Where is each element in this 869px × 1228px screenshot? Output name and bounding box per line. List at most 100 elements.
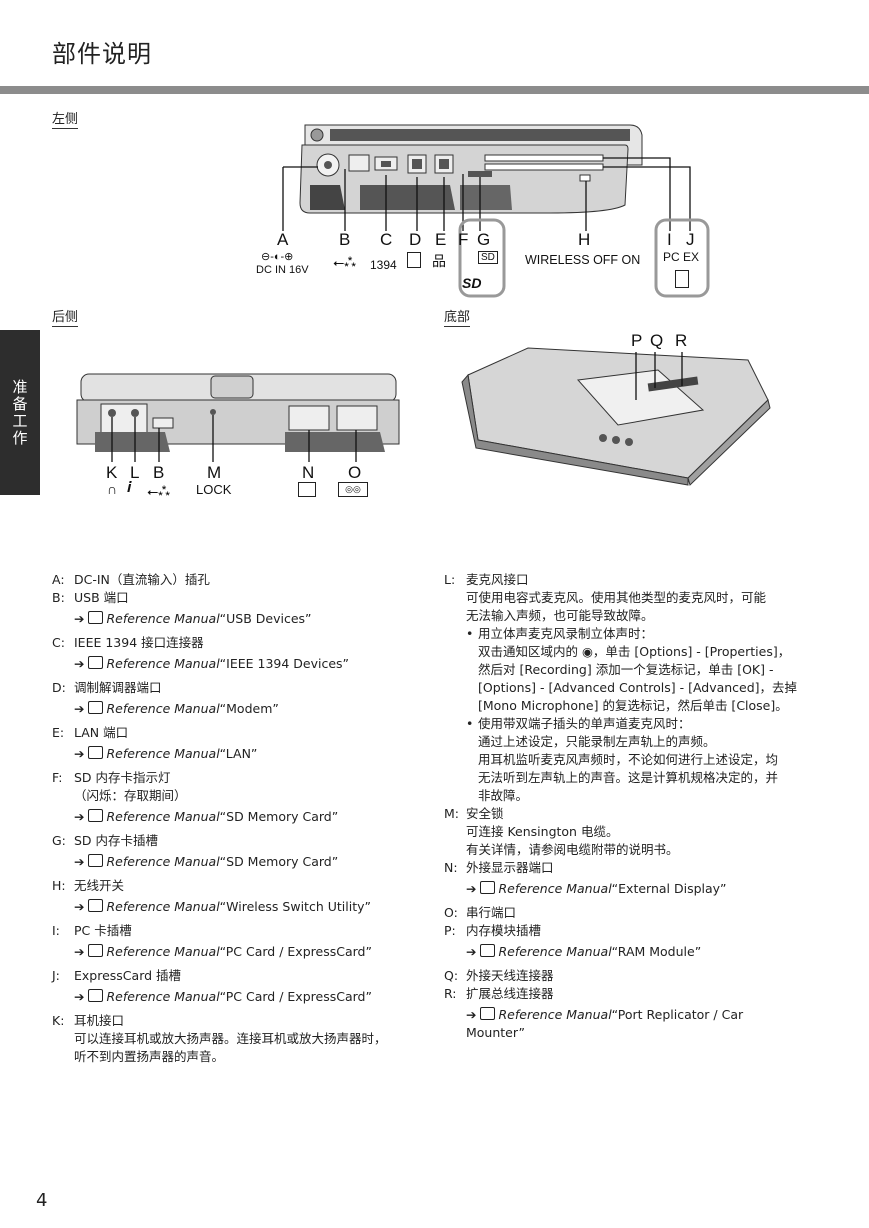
reference-link: ➔Reference Manual“External Display” bbox=[466, 881, 727, 896]
dc-in-label: DC IN 16V bbox=[256, 264, 309, 276]
pc-ex-label: PC EX bbox=[663, 250, 700, 264]
l-b2-line-2: 用耳机监听麦克风声频时，不论如何进行上述设定，均 bbox=[478, 752, 779, 767]
l-bullet-1: •用立体声麦克风录制立体声时： bbox=[466, 626, 654, 641]
page-number: 4 bbox=[36, 1190, 48, 1211]
reference-link: ➔Reference Manual“SD Memory Card” bbox=[74, 809, 339, 824]
manual-book-icon bbox=[88, 611, 104, 624]
arrow-right-icon: ➔ bbox=[74, 809, 85, 824]
arrow-right-icon: ➔ bbox=[74, 656, 85, 671]
sd-logo-icon: SD bbox=[462, 275, 482, 291]
display-port-icon bbox=[298, 482, 316, 497]
reference-link: ➔Reference Manual“PC Card / ExpressCard” bbox=[74, 989, 372, 1004]
usb-rear-icon: ⭠⁂ bbox=[147, 483, 170, 499]
title-rule bbox=[0, 86, 869, 94]
item-G: G:SD 内存卡插槽 bbox=[52, 833, 159, 848]
serial-port-icon: ◎◎ bbox=[338, 482, 368, 497]
label-F: F bbox=[458, 230, 469, 249]
manual-book-icon bbox=[88, 701, 104, 714]
l-b1-line-2: 然后对 [Recording] 添加一个复选标记，单击 [OK] - bbox=[478, 662, 774, 677]
manual-book-icon bbox=[88, 854, 104, 867]
reference-link: ➔Reference Manual“IEEE 1394 Devices” bbox=[74, 656, 350, 671]
section-left: 左侧 bbox=[52, 112, 79, 129]
ieee1394-label: 1394 bbox=[370, 258, 397, 272]
label-Q: Q bbox=[650, 331, 664, 350]
arrow-right-icon: ➔ bbox=[74, 944, 85, 959]
label-P: P bbox=[631, 331, 643, 350]
arrow-right-icon: ➔ bbox=[466, 881, 477, 896]
headphone-icon: ∩ bbox=[107, 481, 118, 497]
modem-icon bbox=[407, 252, 421, 268]
m-desc-1: 可连接 Kensington 电缆。 bbox=[466, 824, 619, 839]
item-L: L:麦克风接口 bbox=[444, 572, 529, 587]
page-title: 部件说明 bbox=[52, 40, 152, 68]
wireless-label: WIRELESS OFF ON bbox=[525, 253, 641, 267]
section-rear: 后侧 bbox=[52, 310, 79, 327]
label-B: B bbox=[339, 230, 351, 249]
l-b1-line-1: 双击通知区域内的 ◉，单击 [Options] - [Properties]， bbox=[478, 644, 791, 659]
reference-link: ➔Reference Manual“Modem” bbox=[74, 701, 279, 716]
item-A: A:DC-IN（直流输入）插孔 bbox=[52, 572, 210, 587]
l-b2-line-1: 通过上述设定，只能录制左声轨上的声频。 bbox=[478, 734, 716, 749]
lock-label: LOCK bbox=[196, 482, 232, 497]
arrow-right-icon: ➔ bbox=[74, 611, 85, 626]
arrow-right-icon: ➔ bbox=[466, 944, 477, 959]
k-desc: 听不到内置扬声器的声音。 bbox=[74, 1049, 225, 1064]
label-G: G bbox=[477, 230, 491, 249]
item-note: （闪烁：存取期间） bbox=[74, 788, 187, 803]
arrow-right-icon: ➔ bbox=[74, 899, 85, 914]
manual-book-icon bbox=[88, 944, 104, 957]
l-bullet-2: •使用带双端子插头的单声道麦克风时： bbox=[466, 716, 691, 731]
card-slot-icon bbox=[675, 270, 689, 288]
rear-illustration bbox=[76, 373, 400, 462]
manual-book-icon bbox=[88, 809, 104, 822]
item-R: R:扩展总线连接器 bbox=[444, 986, 554, 1001]
arrow-right-icon: ➔ bbox=[466, 1007, 477, 1022]
reference-link: ➔Reference Manual“RAM Module” bbox=[466, 944, 702, 959]
m-desc-2: 有关详情，请参阅电缆附带的说明书。 bbox=[466, 842, 679, 857]
label-M: M bbox=[207, 463, 222, 482]
item-P: P:内存模块插槽 bbox=[444, 923, 542, 938]
manual-book-icon bbox=[88, 656, 104, 669]
item-K: K:耳机接口 bbox=[52, 1013, 125, 1028]
item-F: F:SD 内存卡指示灯 bbox=[52, 770, 171, 785]
reference-link: ➔Reference Manual“USB Devices” bbox=[74, 611, 312, 626]
manual-book-icon bbox=[480, 944, 496, 957]
l-desc-1: 可使用电容式麦克风。使用其他类型的麦克风时，可能 bbox=[466, 590, 767, 605]
manual-book-icon bbox=[88, 989, 104, 1002]
right-list: N:外接显示器端口➔Reference Manual“External Disp… bbox=[444, 859, 819, 1042]
arrow-right-icon: ➔ bbox=[74, 854, 85, 869]
label-J: J bbox=[686, 230, 695, 249]
item-D: D:调制解调器端口 bbox=[52, 680, 162, 695]
label-R: R bbox=[675, 331, 688, 350]
bottom-illustration bbox=[461, 347, 771, 486]
item-I: I:PC 卡插槽 bbox=[52, 923, 132, 938]
item-H: H:无线开关 bbox=[52, 878, 125, 893]
manual-book-icon bbox=[480, 881, 496, 894]
manual-book-icon bbox=[480, 1007, 496, 1020]
arrow-right-icon: ➔ bbox=[74, 989, 85, 1004]
reference-link: ➔Reference Manual“Wireless Switch Utilit… bbox=[74, 899, 371, 914]
label-I: I bbox=[667, 230, 672, 249]
k-desc: 可以连接耳机或放大扬声器。连接耳机或放大扬声器时， bbox=[74, 1031, 387, 1046]
label-A: A bbox=[277, 230, 289, 249]
arrow-right-icon: ➔ bbox=[74, 746, 85, 761]
reference-link: ➔Reference Manual“LAN” bbox=[74, 746, 258, 761]
usb-icon: ⭠⁂ bbox=[333, 254, 356, 270]
lan-icon: 品 bbox=[432, 253, 446, 269]
label-E: E bbox=[435, 230, 447, 249]
l-b2-line-3: 无法听到左声轨上的声音。这是计算机规格决定的，并 bbox=[478, 770, 779, 785]
l-desc-2: 无法输入声频，也可能导致故障。 bbox=[466, 608, 654, 623]
label-B-rear: B bbox=[153, 463, 165, 482]
label-H: H bbox=[578, 230, 591, 249]
label-O: O bbox=[348, 463, 362, 482]
label-K: K bbox=[106, 463, 118, 482]
item-E: E:LAN 端口 bbox=[52, 725, 129, 740]
l-b2-line-4: 非故障。 bbox=[478, 788, 529, 803]
label-C: C bbox=[380, 230, 393, 249]
side-tab: 准备工作 bbox=[0, 330, 40, 495]
reference-link: ➔Reference Manual“SD Memory Card” bbox=[74, 854, 339, 869]
section-bottom: 底部 bbox=[444, 310, 471, 327]
